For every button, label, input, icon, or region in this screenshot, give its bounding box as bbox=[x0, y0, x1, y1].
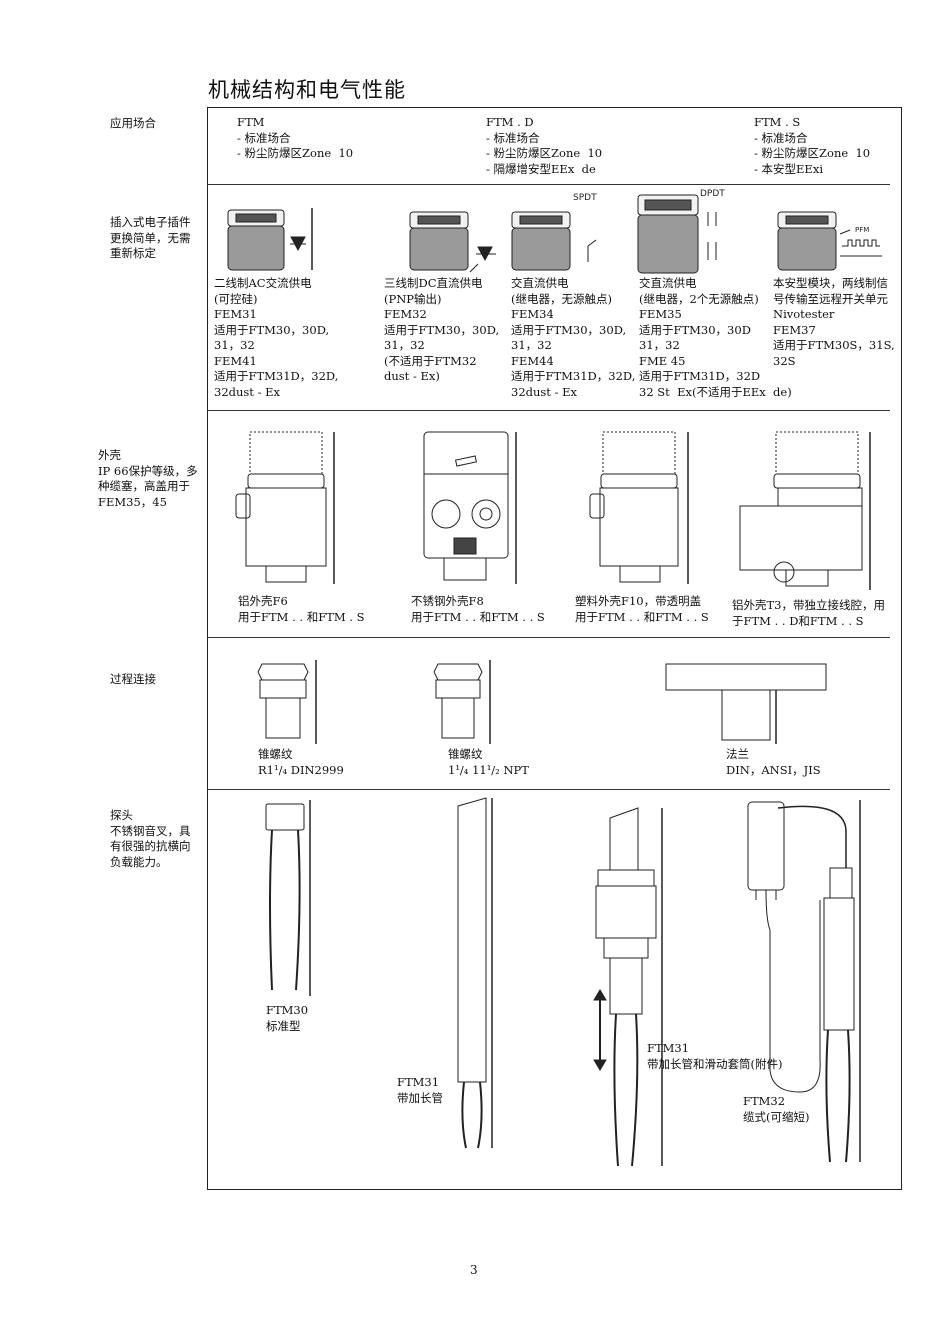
housing-f6-caption: 铝外壳F6 用于FTM . . 和FTM . S bbox=[238, 594, 365, 624]
page-number: 3 bbox=[470, 1263, 478, 1277]
divider-1 bbox=[207, 184, 890, 185]
application-col-ftm: FTM - 标准场合 - 粉尘防爆区Zone 10 bbox=[237, 115, 354, 160]
label-process: 过程连接 bbox=[110, 672, 156, 686]
probe-ftm32-caption: FTM32 缆式(可缩短) bbox=[743, 1094, 810, 1124]
application-col-ftm-d: FTM . D - 标准场合 - 粉尘防爆区Zone 10 - 隔爆增安型EEx… bbox=[486, 115, 603, 176]
module-fem37-illustration bbox=[777, 211, 882, 271]
module-fem35-illustration bbox=[637, 194, 717, 274]
module-fem31-text: 二线制AC交流供电 (可控硅) FEM31 适用于FTM30，30D, 31，3… bbox=[214, 276, 339, 399]
process-npt-illustration bbox=[433, 660, 491, 744]
dpdt-label: DPDT bbox=[700, 189, 725, 199]
pfm-label: PFM bbox=[855, 226, 869, 234]
process-flange-illustration bbox=[665, 663, 827, 744]
probe-ftm32-illustration bbox=[747, 800, 861, 1163]
page-title: 机械结构和电气性能 bbox=[208, 78, 406, 102]
application-col-ftm-s: FTM . S - 标准场合 - 粉尘防爆区Zone 10 - 本安型EExi bbox=[754, 115, 871, 176]
divider-4 bbox=[207, 789, 890, 790]
module-fem35-text: 交直流供电 (继电器，2个无源触点) FEM35 适用于FTM30，30D 31… bbox=[639, 276, 792, 399]
housing-t3-illustration bbox=[739, 431, 871, 590]
process-r1-caption: 锥螺纹 R1¹/₄ DIN2999 bbox=[258, 747, 344, 777]
probe-ftm31-caption: FTM31 带加长管 bbox=[397, 1075, 443, 1105]
content-frame bbox=[207, 107, 902, 1190]
label-application: 应用场合 bbox=[110, 116, 156, 130]
housing-f8-caption: 不锈钢外壳F8 用于FTM . . 和FTM . . S bbox=[411, 594, 545, 624]
module-fem32-text: 三线制DC直流供电 (PNP输出) FEM32 适用于FTM30，30D, 31… bbox=[384, 276, 500, 383]
process-npt-caption: 锥螺纹 1¹/₄ 11¹/₂ NPT bbox=[448, 747, 529, 777]
module-fem32-illustration bbox=[409, 211, 496, 273]
probe-ftm30-caption: FTM30 标准型 bbox=[266, 1003, 309, 1033]
probe-ftm30-illustration bbox=[265, 800, 311, 996]
divider-2 bbox=[207, 410, 890, 411]
housing-f8-illustration bbox=[423, 431, 517, 584]
probe-ftm31-illustration bbox=[457, 797, 493, 1149]
housing-t3-caption: 铝外壳T3，带独立接线腔，用 于FTM . . D和FTM . . S bbox=[732, 598, 885, 628]
module-fem37-text: 本安型模块，两线制信 号传输至远程开关单元 Nivotester FEM37 适… bbox=[773, 276, 895, 368]
process-r1-illustration bbox=[257, 660, 317, 744]
label-probe: 探头 不锈钢音叉，具 有很强的抗横向 负载能力。 bbox=[110, 808, 191, 869]
module-fem31-illustration bbox=[227, 208, 313, 271]
housing-f6-illustration bbox=[235, 431, 335, 584]
probe-ftm31-sleeve-caption: FTM31 带加长管和滑动套筒(附件) bbox=[647, 1041, 783, 1071]
process-flange-caption: 法兰 DIN，ANSI，JIS bbox=[726, 747, 821, 777]
divider-3 bbox=[207, 637, 890, 638]
probe-ftm31-sleeve-illustration bbox=[593, 807, 663, 1167]
module-fem34-illustration bbox=[511, 211, 597, 271]
label-housing: 外壳 IP 66保护等级，多 种缆塞，高盖用于 FEM35，45 bbox=[98, 448, 198, 509]
housing-f10-caption: 塑料外壳F10，带透明盖 用于FTM . . 和FTM . . S bbox=[575, 594, 709, 624]
spdt-label: SPDT bbox=[573, 193, 597, 203]
label-plugin: 插入式电子插件 更换简单，无需 重新标定 bbox=[110, 215, 191, 260]
module-fem34-text: 交直流供电 (继电器，无源触点) FEM34 适用于FTM30，30D, 31，… bbox=[511, 276, 636, 399]
housing-f10-illustration bbox=[589, 431, 689, 584]
